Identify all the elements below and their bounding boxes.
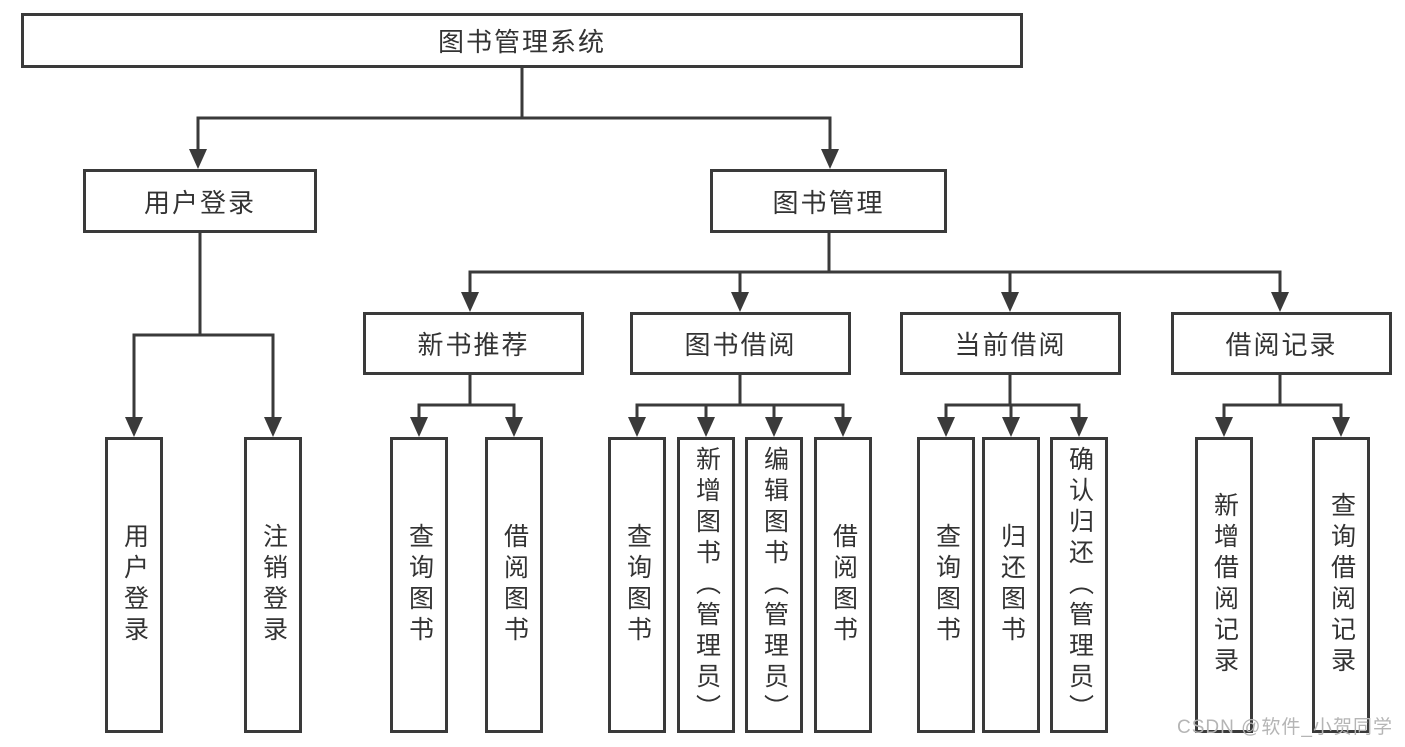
leaf-query-books-current: 查询图书 (917, 437, 975, 733)
node-label: 查询图书 (623, 523, 652, 647)
node-label: 借阅图书 (829, 523, 858, 647)
node-label: 注销登录 (259, 523, 288, 647)
node-label: 借阅记录 (1225, 330, 1338, 360)
csdn-watermark: CSDN @软件_小贺同学 (1177, 717, 1393, 738)
leaf-query-books-borrowing: 查询图书 (608, 437, 666, 733)
node-label: 用户登录 (143, 187, 256, 218)
node-label: 图书管理系统 (437, 27, 606, 57)
node-label: 当前借阅 (954, 330, 1067, 360)
leaf-return-book: 归还图书 (982, 437, 1040, 733)
node-user-login: 用户登录 (83, 169, 317, 233)
node-label: 新增借阅记录 (1210, 492, 1239, 678)
node-label: 查询图书 (932, 523, 961, 647)
node-book-borrowing: 图书借阅 (630, 312, 851, 375)
node-book-management: 图书管理 (710, 169, 947, 233)
node-label: 查询图书 (405, 523, 434, 647)
node-label: 借阅图书 (500, 523, 529, 647)
leaf-query-books-recommend: 查询图书 (390, 437, 448, 733)
node-root-library-system: 图书管理系统 (21, 13, 1023, 68)
leaf-user-login: 用户登录 (105, 437, 163, 733)
leaf-add-borrow-record: 新增借阅记录 (1195, 437, 1253, 733)
node-label: 新书推荐 (417, 330, 530, 360)
node-label: 查询借阅记录 (1327, 492, 1356, 678)
node-label: 用户登录 (120, 523, 149, 647)
leaf-add-book-admin: 新增图书（管理员） (677, 437, 735, 733)
leaf-confirm-return-admin: 确认归还（管理员） (1050, 437, 1108, 733)
node-label: 编辑图书（管理员） (760, 445, 789, 725)
arrowheads (125, 149, 1350, 437)
tree-edges (132, 66, 1343, 421)
node-new-book-recommend: 新书推荐 (363, 312, 584, 375)
leaf-borrow-books-recommend: 借阅图书 (485, 437, 543, 733)
node-label: 图书借阅 (684, 330, 797, 360)
node-label: 确认归还（管理员） (1065, 445, 1094, 725)
leaf-borrow-books: 借阅图书 (814, 437, 872, 733)
node-label: 新增图书（管理员） (692, 445, 721, 725)
leaf-query-borrow-record: 查询借阅记录 (1312, 437, 1370, 733)
node-label: 图书管理 (772, 187, 885, 218)
leaf-logout: 注销登录 (244, 437, 302, 733)
node-current-borrowing: 当前借阅 (900, 312, 1121, 375)
node-label: 归还图书 (997, 523, 1026, 647)
node-borrowing-records: 借阅记录 (1171, 312, 1392, 375)
leaf-edit-book-admin: 编辑图书（管理员） (745, 437, 803, 733)
